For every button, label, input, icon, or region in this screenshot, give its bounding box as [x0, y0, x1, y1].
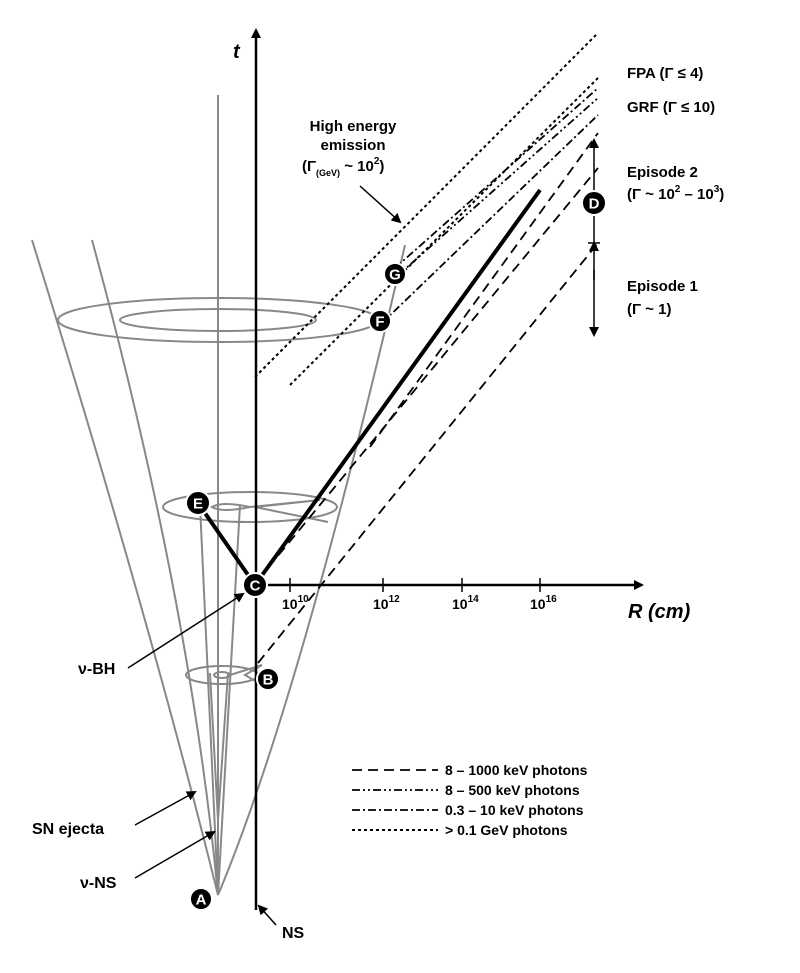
node-f: F: [368, 309, 392, 333]
legend-label-dashed: 8 – 1000 keV photons: [445, 762, 588, 778]
node-c: C: [242, 572, 268, 598]
legend-label-dotted: > 0.1 GeV photons: [445, 822, 568, 838]
inner-cone-line-1: [209, 672, 219, 821]
node-e: E: [185, 490, 211, 516]
nu-ns-right-branch: [217, 504, 241, 896]
ring-mid-outer: [162, 491, 338, 523]
high-energy-label: High energy emission (Γ(GeV) ~ 102): [302, 118, 397, 178]
sn-ejecta-inner-left: [91, 239, 219, 896]
ring-mid-inner: [210, 499, 329, 523]
annotation-arrows: [127, 185, 402, 926]
svg-text:C: C: [250, 578, 261, 595]
radius-axis-label: R (cm): [628, 601, 691, 623]
svg-text:B: B: [263, 672, 274, 689]
time-axis-label: t: [233, 41, 241, 63]
svg-text:D: D: [589, 196, 600, 213]
svg-text:Episode 1: Episode 1: [627, 278, 698, 295]
thick-paths: [196, 188, 542, 587]
dotted-line-2: [289, 77, 599, 386]
sn-ejecta-right: [217, 244, 406, 896]
dashed-line-1: [257, 242, 599, 664]
high-energy-pointer: [359, 185, 402, 224]
ns-pointer: [257, 904, 277, 926]
nu-bh-pointer: [127, 592, 245, 669]
svg-text:Episode 2: Episode 2: [627, 164, 698, 181]
ring-low-spoke: [229, 664, 263, 686]
nu-bh-label: ν-BH: [78, 661, 115, 678]
tick-label-4: 1016: [530, 594, 557, 612]
svg-text:High energy: High energy: [310, 118, 397, 135]
legend-label-dash-dot: 0.3 – 10 keV photons: [445, 802, 584, 818]
sn-ejecta-label: SN ejecta: [32, 821, 104, 838]
grf-label: GRF (Γ ≤ 10): [627, 99, 715, 116]
svg-text:(Γ ~ 102 – 103): (Γ ~ 102 – 103): [627, 184, 724, 203]
dash-dot-line-1: [394, 87, 599, 269]
episode2-label: Episode 2 (Γ ~ 102 – 103): [627, 164, 724, 203]
svg-text:(Γ ~ 1): (Γ ~ 1): [627, 301, 671, 318]
legend: 8 – 1000 keV photons 8 – 500 keV photons…: [352, 762, 588, 838]
dashed-line-3: [369, 132, 599, 448]
tick-labels: 1010 1012 1014 1016: [282, 594, 557, 612]
svg-text:A: A: [196, 892, 207, 909]
tick-label-1: 1010: [282, 594, 309, 612]
node-a: A: [189, 887, 213, 911]
dash-dot-dot-line: [394, 97, 599, 279]
ns-label: NS: [282, 925, 305, 942]
svg-text:F: F: [375, 314, 384, 331]
legend-label-dash-dot-dot: 8 – 500 keV photons: [445, 782, 580, 798]
photon-lines: [254, 32, 599, 664]
dash-dot-line-2: [381, 114, 599, 324]
ring-top-inner: [119, 308, 317, 332]
episode-bracket: [588, 138, 600, 337]
nu-ns-label: ν-NS: [80, 875, 117, 892]
thick-c-to-episode2: [253, 188, 542, 587]
inner-cone-line-2: [217, 672, 229, 821]
svg-text:emission: emission: [320, 137, 385, 154]
dotted-line-1: [254, 32, 599, 378]
svg-text:E: E: [193, 496, 203, 513]
sn-ejecta-pointer: [134, 791, 197, 826]
node-b: B: [256, 667, 280, 691]
node-d: D: [581, 190, 607, 216]
episode1-label: Episode 1 (Γ ~ 1): [627, 278, 698, 318]
sn-ejecta-cone: [31, 95, 406, 896]
sn-ejecta-outer-left: [31, 239, 219, 896]
nu-ns-left-branch: [199, 504, 219, 896]
tick-label-3: 1014: [452, 594, 479, 612]
svg-text:(Γ(GeV) ~ 102): (Γ(GeV) ~ 102): [302, 156, 384, 178]
tick-label-2: 1012: [373, 594, 400, 612]
node-g: G: [383, 262, 407, 286]
nu-ns-pointer: [134, 830, 216, 879]
axes: [251, 28, 644, 910]
thick-c-to-e: [196, 501, 257, 587]
dashed-line-2: [257, 167, 599, 581]
fpa-label: FPA (Γ ≤ 4): [627, 65, 703, 82]
svg-text:G: G: [389, 267, 401, 284]
